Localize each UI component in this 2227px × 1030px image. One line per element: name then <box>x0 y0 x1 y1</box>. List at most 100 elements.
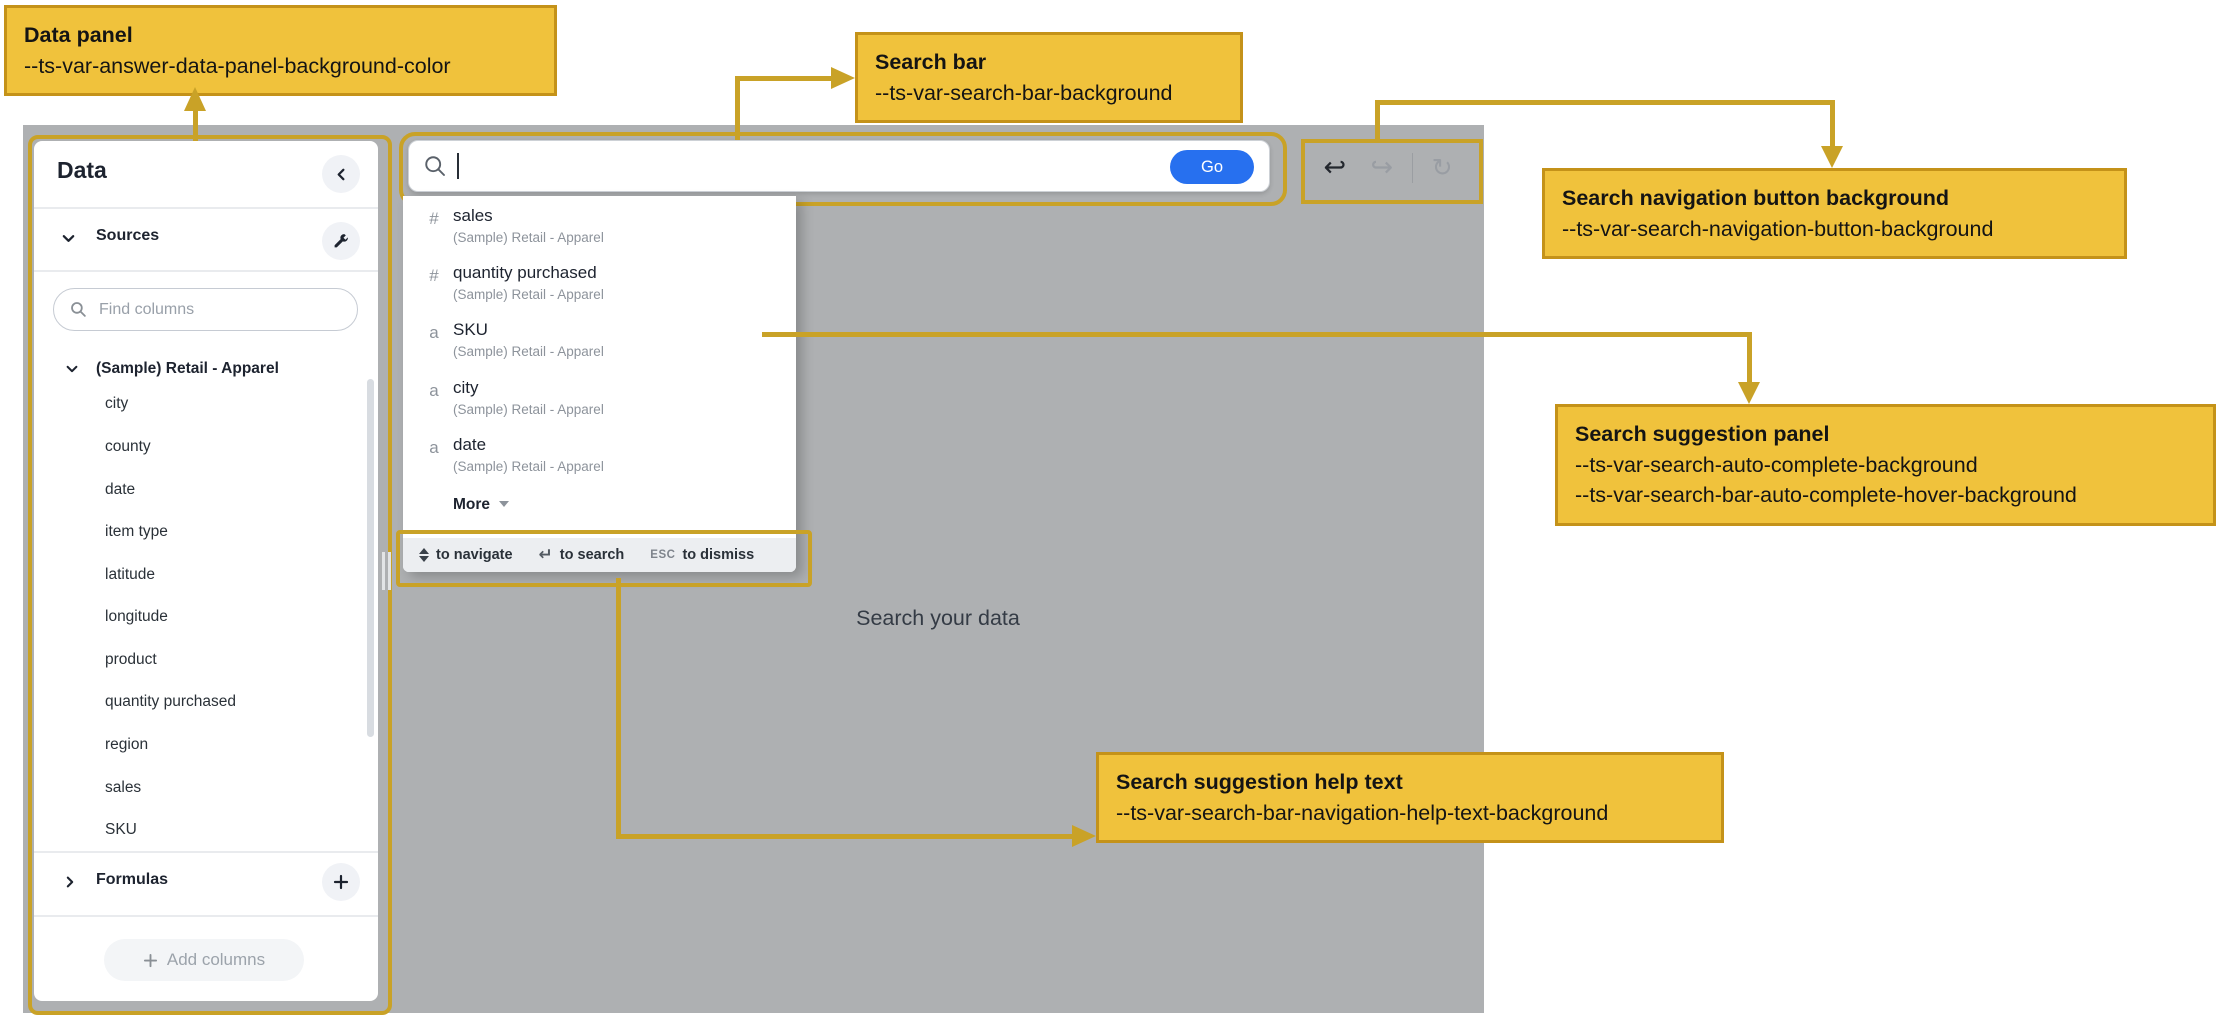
add-columns-label: Add columns <box>166 950 266 969</box>
dismiss-help-label: to dismiss <box>682 547 755 563</box>
data-panel-title: Data <box>57 157 107 183</box>
chevron-down-icon <box>499 501 510 507</box>
callout-variable: --ts-var-answer-data-panel-background-co… <box>24 53 451 78</box>
esc-key-label: ESC <box>650 549 676 561</box>
column-item[interactable]: quantity purchased <box>105 693 236 710</box>
redo-icon[interactable]: ↪ <box>1365 154 1400 181</box>
chevron-right-icon <box>63 875 77 889</box>
column-item[interactable]: item type <box>105 523 168 540</box>
annotation-line <box>1747 332 1752 382</box>
callout-title: Search bar <box>875 50 987 74</box>
callout-data-panel: Data panel --ts-var-answer-data-panel-ba… <box>4 5 557 97</box>
search-help-label: to search <box>559 547 625 563</box>
column-item[interactable]: SKU <box>105 821 137 838</box>
search-navigation-buttons: ↩ ↪ ↻ <box>1305 143 1471 192</box>
data-panel: Data Sources (Sample) Retail - Apparel c… <box>34 141 378 1001</box>
callout-help-text: Search suggestion help text --ts-var-sea… <box>1096 752 1724 844</box>
callout-title: Search suggestion help text <box>1116 770 1403 794</box>
callout-search-navigation: Search navigation button background --ts… <box>1542 168 2127 260</box>
text-cursor <box>457 153 459 179</box>
numeric-column-icon: # <box>429 266 439 285</box>
table-row[interactable]: (Sample) Retail - Apparel <box>34 353 378 389</box>
column-item[interactable]: region <box>105 736 149 753</box>
search-input[interactable] <box>467 147 1171 187</box>
callout-title: Search navigation button background <box>1562 186 1950 210</box>
collapse-panel-button[interactable] <box>322 155 360 193</box>
undo-icon[interactable]: ↩ <box>1317 154 1352 181</box>
return-key-icon: ↵ <box>538 545 553 565</box>
callout-variable: --ts-var-search-bar-background <box>875 80 1173 105</box>
chevron-down-icon <box>65 362 79 376</box>
chevron-left-icon <box>334 167 349 182</box>
callout-variable: --ts-var-search-bar-navigation-help-text… <box>1116 800 1609 825</box>
suggestion-label: sales <box>453 206 493 225</box>
arrow-down-icon <box>1738 382 1760 404</box>
suggestion-label: city <box>453 378 479 397</box>
more-button[interactable]: More <box>453 496 510 514</box>
plus-icon <box>333 874 349 890</box>
numeric-column-icon: # <box>429 209 439 228</box>
add-formula-button[interactable] <box>322 863 360 901</box>
divider <box>34 851 378 853</box>
find-columns-input[interactable] <box>97 299 321 320</box>
arrow-right-icon <box>831 67 855 89</box>
suggestion-label: date <box>453 435 487 454</box>
suggestion-item[interactable]: # sales (Sample) Retail - Apparel <box>403 206 796 260</box>
panel-resize-handle[interactable] <box>382 552 391 590</box>
callout-suggestion-panel: Search suggestion panel --ts-var-search-… <box>1555 404 2216 526</box>
annotation-line <box>735 76 831 81</box>
table-name: (Sample) Retail - Apparel <box>96 360 279 377</box>
annotation-line <box>1375 100 1835 105</box>
suggestion-item[interactable]: a SKU (Sample) Retail - Apparel <box>403 320 796 374</box>
column-item[interactable]: longitude <box>105 608 168 625</box>
find-columns-search[interactable] <box>53 288 358 331</box>
more-label: More <box>453 496 491 513</box>
column-item[interactable]: product <box>105 651 157 668</box>
add-columns-button[interactable]: Add columns <box>104 939 304 981</box>
arrow-down-icon <box>1821 146 1843 168</box>
search-suggestion-panel: # sales (Sample) Retail - Apparel # quan… <box>403 196 796 572</box>
go-button-label: Go <box>1200 157 1223 176</box>
callout-variable: --ts-var-search-bar-auto-complete-hover-… <box>1575 483 2077 508</box>
search-help-bar: to navigate ↵ to search ESC to dismiss <box>403 538 796 572</box>
annotation-line <box>1830 100 1835 146</box>
column-item[interactable]: date <box>105 481 136 498</box>
suggestion-source: (Sample) Retail - Apparel <box>453 230 604 245</box>
callout-variable: --ts-var-search-navigation-button-backgr… <box>1562 216 1994 241</box>
suggestion-source: (Sample) Retail - Apparel <box>453 459 604 474</box>
column-item[interactable]: sales <box>105 779 142 796</box>
suggestion-item[interactable]: # quantity purchased (Sample) Retail - A… <box>403 263 796 317</box>
suggestion-item[interactable]: a date (Sample) Retail - Apparel <box>403 435 796 489</box>
suggestion-item[interactable]: a city (Sample) Retail - Apparel <box>403 378 796 432</box>
plus-icon <box>143 953 158 968</box>
refresh-icon[interactable]: ↻ <box>1426 155 1459 180</box>
callout-variable: --ts-var-search-auto-complete-background <box>1575 452 1978 477</box>
column-item[interactable]: county <box>105 438 151 455</box>
divider <box>34 207 378 209</box>
search-bar[interactable] <box>408 140 1270 192</box>
up-down-arrows-icon <box>419 548 429 562</box>
choose-sources-button[interactable] <box>322 222 360 260</box>
search-icon <box>70 301 87 318</box>
callout-title: Data panel <box>24 23 133 47</box>
go-button[interactable]: Go <box>1170 150 1254 184</box>
suggestion-label: SKU <box>453 320 488 339</box>
chevron-down-icon <box>61 231 76 246</box>
text-column-icon: a <box>429 438 439 457</box>
text-column-icon: a <box>429 381 439 400</box>
callout-title: Search suggestion panel <box>1575 422 1830 446</box>
divider <box>34 270 378 272</box>
divider <box>1411 152 1414 183</box>
wrench-icon <box>333 233 349 249</box>
panel-scrollbar[interactable] <box>367 379 374 737</box>
suggestion-source: (Sample) Retail - Apparel <box>453 287 604 302</box>
suggestion-label: quantity purchased <box>453 263 597 282</box>
callout-search-bar: Search bar --ts-var-search-bar-backgroun… <box>855 32 1243 124</box>
search-icon <box>423 154 447 178</box>
suggestion-source: (Sample) Retail - Apparel <box>453 402 604 417</box>
column-item[interactable]: city <box>105 395 129 412</box>
column-item[interactable]: latitude <box>105 566 155 583</box>
text-column-icon: a <box>429 323 439 342</box>
divider <box>34 915 378 917</box>
sources-label: Sources <box>96 227 160 244</box>
